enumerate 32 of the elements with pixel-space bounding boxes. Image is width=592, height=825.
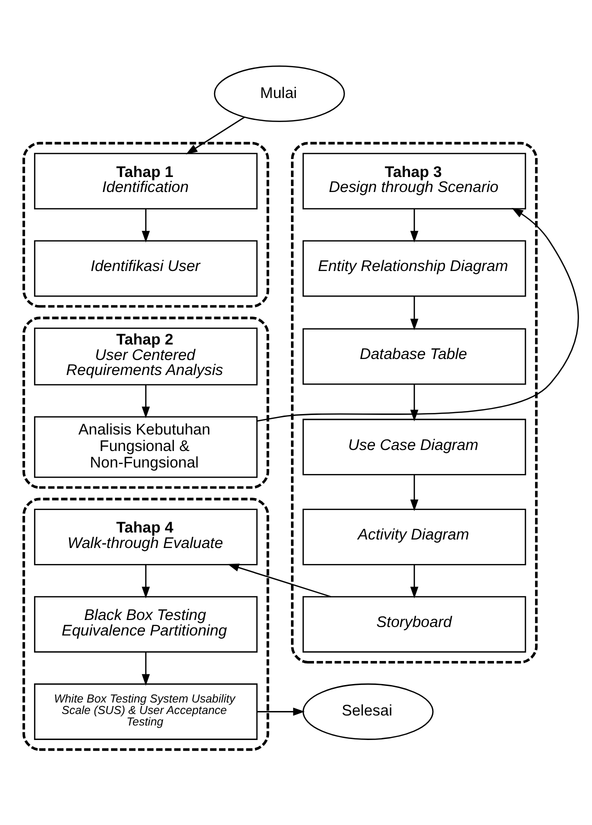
arrow bbox=[410, 296, 418, 330]
cluster bbox=[290, 141, 538, 663]
node-box: Storyboard bbox=[302, 596, 526, 652]
cluster bbox=[22, 497, 270, 750]
arrow bbox=[142, 208, 150, 242]
node-box: Tahap 4 Walk-through Evaluate bbox=[34, 508, 258, 565]
node-box: Entity Relationship Diagram bbox=[302, 240, 526, 296]
node-box: Use Case Diagram bbox=[302, 418, 526, 475]
arrow bbox=[186, 116, 246, 154]
node-box: Black Box Testing Equivalence Partitioning bbox=[34, 596, 258, 652]
cluster bbox=[22, 316, 270, 488]
arrow bbox=[257, 207, 579, 422]
arrow bbox=[142, 564, 150, 598]
arrow bbox=[142, 651, 150, 686]
node-box: Tahap 3 Design through Scenario bbox=[302, 152, 526, 209]
arrow bbox=[410, 474, 418, 511]
cluster bbox=[22, 141, 270, 308]
node-box: Tahap 1 Identification bbox=[34, 152, 258, 209]
arrow bbox=[410, 564, 418, 598]
node-ellipse: Selesai bbox=[302, 682, 434, 740]
node-box: Analisis Kebutuhan Fungsional & Non-Fungsional bbox=[34, 416, 258, 478]
arrow bbox=[410, 208, 418, 242]
node-box: Activity Diagram bbox=[302, 508, 526, 565]
node-box: Tahap 2 User Centered Requirements Analysis bbox=[34, 327, 258, 385]
node-box: Database Table bbox=[302, 328, 526, 384]
arrow bbox=[410, 384, 418, 421]
arrow bbox=[227, 563, 332, 597]
arrow bbox=[142, 384, 150, 418]
node-box: Identifikasi User bbox=[34, 240, 258, 296]
node-ellipse: Mulai bbox=[214, 65, 345, 122]
node-box: White Box Testing System Usability Scale (SUS) & User Acceptance Testing bbox=[34, 682, 258, 740]
arrow bbox=[257, 707, 305, 716]
